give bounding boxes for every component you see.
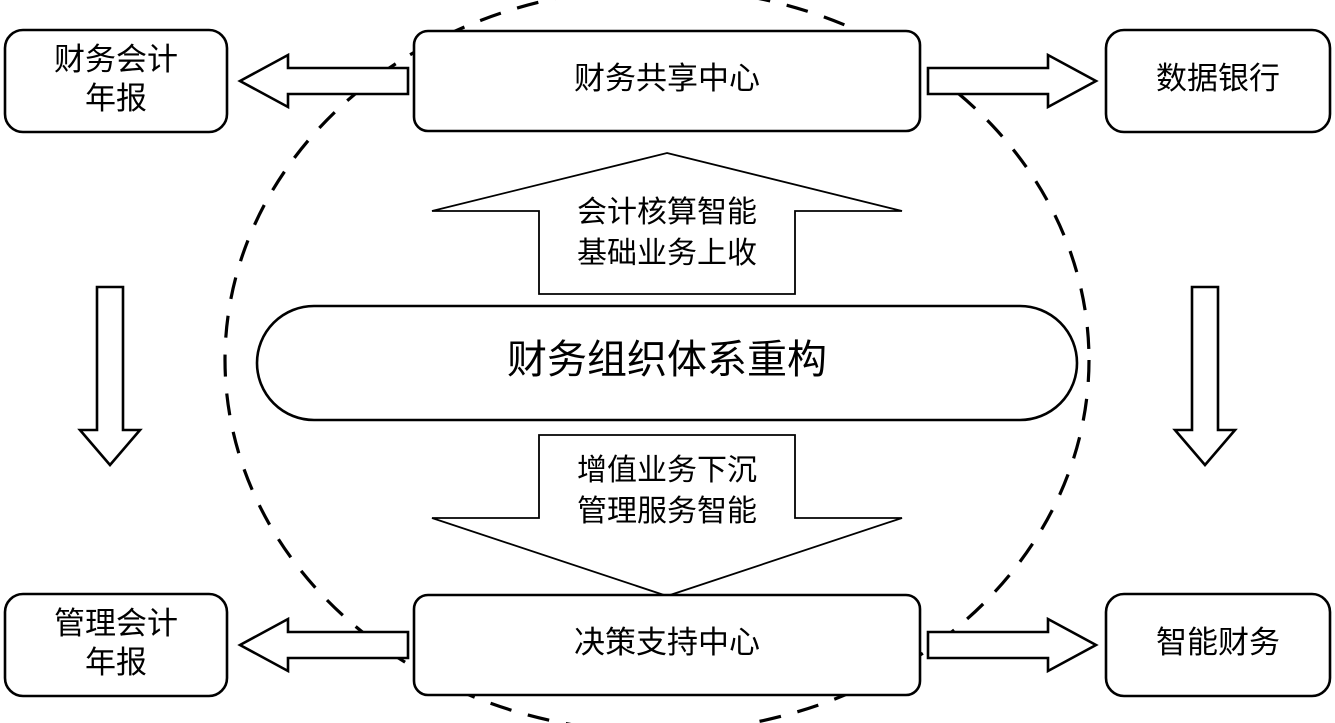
label-management-accounting-annual-report-line1: 管理会计 <box>54 606 178 641</box>
label-decision-support-center: 决策支持中心 <box>574 625 760 660</box>
label-intelligent-finance: 智能财务 <box>1156 625 1280 660</box>
right-vertical-arrow-icon <box>1172 285 1238 467</box>
upward-flow-arrow-icon <box>431 152 903 295</box>
box-intelligent-finance[interactable] <box>1104 592 1332 698</box>
downward-flow-arrow-icon <box>431 434 903 597</box>
label-management-accounting-annual-report-line2: 年报 <box>85 645 147 680</box>
core-capsule[interactable] <box>255 304 1079 422</box>
label-data-bank: 数据银行 <box>1156 61 1280 96</box>
label-downward-flow-line1: 增值业务下沉 <box>577 454 757 487</box>
bottom-right-arrow-icon <box>926 616 1099 674</box>
bottom-left-arrow-icon <box>237 616 410 674</box>
top-right-arrow-icon <box>926 52 1099 110</box>
label-upward-flow-line2: 基础业务上收 <box>577 237 757 270</box>
dashed-boundary-ellipse <box>223 0 1091 723</box>
label-shared-service-center: 财务共享中心 <box>574 61 760 96</box>
left-vertical-arrow-icon <box>77 285 143 467</box>
label-downward-flow-line2: 管理服务智能 <box>577 495 757 528</box>
box-financial-accounting-annual-report[interactable] <box>3 28 229 134</box>
label-financial-accounting-annual-report-line2: 年报 <box>85 81 147 116</box>
box-decision-support-center[interactable] <box>412 593 922 697</box>
box-data-bank[interactable] <box>1104 28 1332 134</box>
top-left-arrow-icon <box>237 52 410 110</box>
label-core-capsule: 财务组织体系重构 <box>507 337 827 382</box>
label-upward-flow-line1: 会计核算智能 <box>577 196 757 229</box>
box-management-accounting-annual-report[interactable] <box>3 592 229 698</box>
label-financial-accounting-annual-report-line1: 财务会计 <box>54 42 178 77</box>
box-shared-service-center[interactable] <box>412 29 922 133</box>
